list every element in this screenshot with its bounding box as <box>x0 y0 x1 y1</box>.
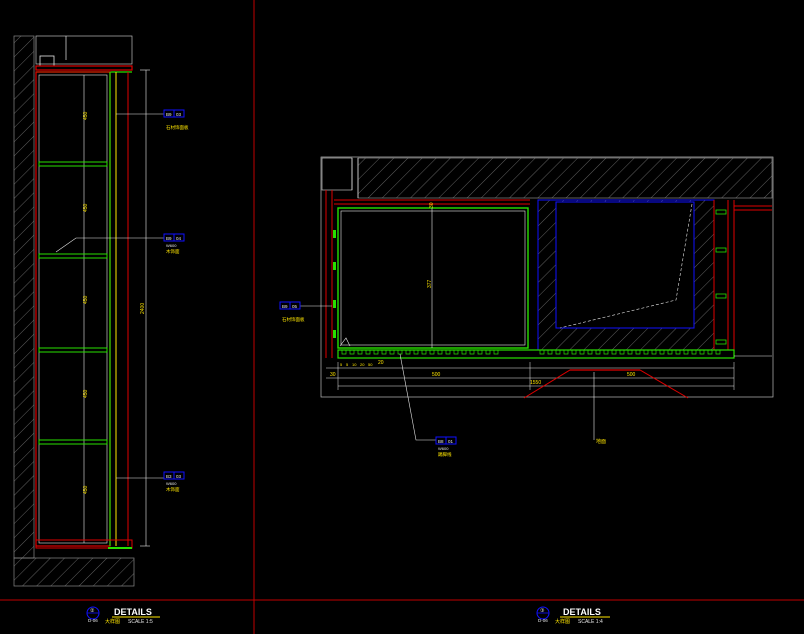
svg-text:20: 20 <box>360 362 365 367</box>
svg-text:5: 5 <box>346 362 349 367</box>
shelf-lines <box>38 161 108 445</box>
dim-top: 30 <box>429 202 435 208</box>
svg-text:DETAILS: DETAILS <box>114 607 152 617</box>
left-elevation-view: 450 450 450 450 450 2400 <box>13 35 164 587</box>
cabinet-frame <box>35 71 111 547</box>
svg-text:D-06: D-06 <box>88 618 98 623</box>
left-wall-hatch <box>13 35 35 559</box>
svg-text:DETAILS: DETAILS <box>563 607 601 617</box>
svg-text:04: 04 <box>176 236 182 241</box>
svg-text:大样图: 大样图 <box>555 618 570 625</box>
svg-text:10: 10 <box>352 362 357 367</box>
dim-inner: 377 <box>427 279 433 288</box>
right-section-view: 30 377 30 20 5 5 10 20 50 500 500 1550 <box>300 156 774 441</box>
ceiling-hatch <box>357 157 773 199</box>
left-callout-2: B9 04 W600 木饰面 <box>163 233 185 255</box>
svg-text:W600: W600 <box>166 243 177 248</box>
right-callout-left: B9 05 石材饰面板 <box>279 301 305 323</box>
svg-text:石材饰面板: 石材饰面板 <box>282 316 305 323</box>
dim-small-labels: 5 5 10 20 50 <box>340 362 373 367</box>
svg-text:③: ③ <box>540 608 545 614</box>
left-callout-1: B9 03 石材饰面板 <box>163 109 189 131</box>
dim-bottom-small: 20 <box>378 360 384 366</box>
left-dim-1: 450 <box>83 111 89 120</box>
svg-text:03: 03 <box>176 474 182 479</box>
dim-bottom-right: 500 <box>627 372 636 378</box>
left-title-block: ② D-06 DETAILS 大样图 SCALE 1:5 <box>86 606 160 625</box>
svg-text:踢脚线: 踢脚线 <box>438 451 452 458</box>
svg-text:B9: B9 <box>282 304 288 309</box>
svg-text:W600: W600 <box>438 446 449 451</box>
svg-text:B9: B9 <box>166 112 172 117</box>
floor-label: 地面 <box>596 438 606 445</box>
svg-text:D-06: D-06 <box>538 618 548 623</box>
svg-text:SCALE 1:4: SCALE 1:4 <box>578 619 603 625</box>
svg-text:50: 50 <box>368 362 373 367</box>
main-panel-box <box>337 207 529 349</box>
svg-text:②: ② <box>90 608 95 614</box>
right-title-block: ③ D-06 DETAILS 大样图 SCALE 1:4 <box>536 606 610 625</box>
right-callout-bottom: B8 01 W600 踢脚线 <box>435 436 457 458</box>
svg-text:SCALE 1:5: SCALE 1:5 <box>128 619 153 625</box>
left-callout-3: B3 03 W600 木饰面 <box>163 471 185 493</box>
svg-text:01: 01 <box>448 439 454 444</box>
left-dim-5: 450 <box>83 485 89 494</box>
svg-text:W600: W600 <box>166 481 177 486</box>
svg-text:木饰面: 木饰面 <box>166 248 180 255</box>
dim-total: 1550 <box>530 380 541 386</box>
svg-text:B3: B3 <box>166 474 172 479</box>
floor-base <box>337 349 735 359</box>
left-dim-2: 450 <box>83 203 89 212</box>
left-total-dim: 2400 <box>140 303 146 314</box>
svg-text:大样图: 大样图 <box>105 618 120 625</box>
left-dim-4: 450 <box>83 389 89 398</box>
svg-text:木饰面: 木饰面 <box>166 486 180 493</box>
svg-text:05: 05 <box>292 304 298 309</box>
left-floor-hatch <box>13 557 135 587</box>
svg-text:5: 5 <box>340 362 343 367</box>
svg-text:03: 03 <box>176 112 182 117</box>
svg-text:B9: B9 <box>166 236 172 241</box>
dim-bottom-mid: 500 <box>432 372 441 378</box>
svg-text:B8: B8 <box>438 439 444 444</box>
svg-text:石材饰面板: 石材饰面板 <box>166 124 189 131</box>
dim-bottom-left: 30 <box>330 372 336 378</box>
left-dim-3: 450 <box>83 295 89 304</box>
